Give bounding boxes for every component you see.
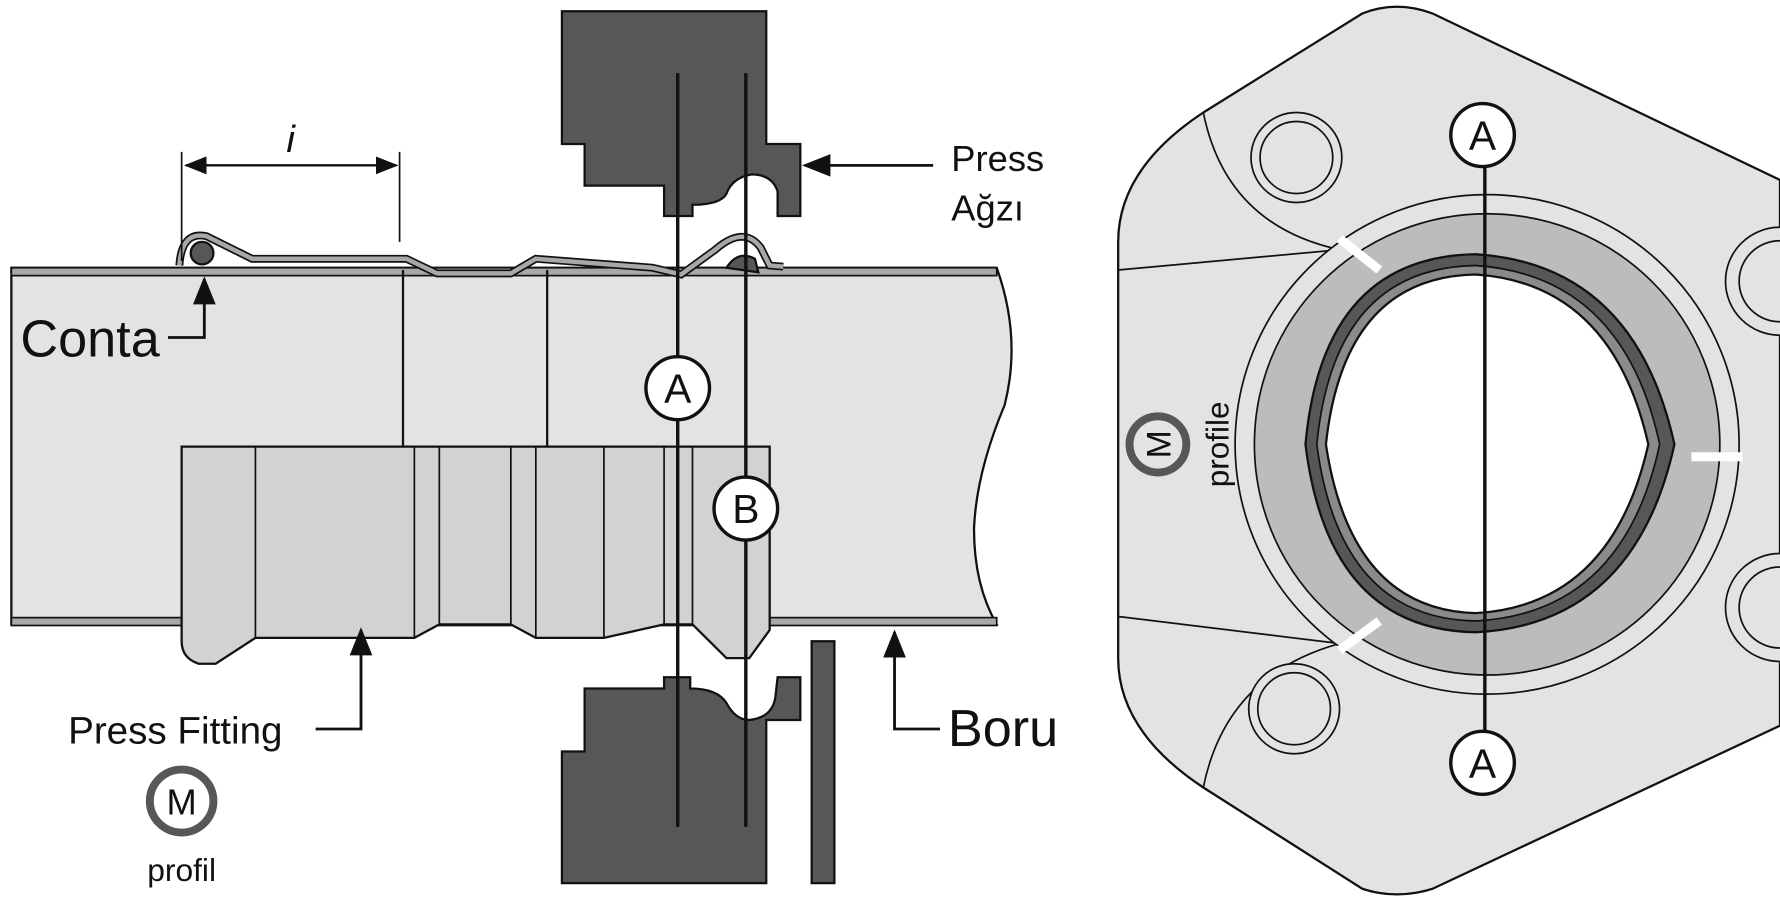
bolt-bottom-left bbox=[1247, 662, 1341, 755]
marker-a-bottom: A bbox=[1449, 729, 1517, 796]
bolt-top-left bbox=[1250, 111, 1343, 204]
fitting-leader bbox=[315, 627, 373, 731]
jaw-cross-section: A A M profile bbox=[1117, 5, 1780, 896]
press-jaw-label-1: Press bbox=[951, 138, 1044, 179]
profile-label-left: profil bbox=[147, 852, 216, 888]
marker-a-top-label: A bbox=[1469, 113, 1497, 159]
marker-a-label: A bbox=[664, 366, 692, 412]
profile-letter-right: M bbox=[1140, 430, 1178, 458]
seal-ring-right bbox=[724, 254, 760, 274]
press-jaw-label-2: Ağzı bbox=[951, 188, 1024, 229]
marker-a-left: A bbox=[644, 354, 712, 422]
marker-a-top: A bbox=[1449, 101, 1517, 169]
marker-b: B bbox=[712, 475, 780, 542]
fitting-body bbox=[180, 445, 771, 665]
pipe-leader bbox=[883, 629, 940, 731]
press-jaw-top bbox=[560, 10, 802, 218]
press-jaw-bottom bbox=[560, 676, 802, 885]
marker-b-label: B bbox=[732, 486, 759, 532]
pipe-label: Boru bbox=[948, 700, 1058, 758]
profile-label-right: profile bbox=[1199, 401, 1235, 487]
dimension-label: i bbox=[286, 118, 296, 161]
pipe-section-hole bbox=[1324, 273, 1650, 615]
seal-label: Conta bbox=[20, 311, 159, 369]
dimension-i: i bbox=[180, 118, 401, 261]
m-profile-badge-left: M profil bbox=[145, 765, 218, 888]
profile-letter: M bbox=[167, 782, 197, 823]
m-profile-badge-right: M profile bbox=[1125, 401, 1235, 487]
fitting-top-profile bbox=[175, 231, 784, 447]
seal-leader bbox=[168, 276, 216, 339]
seal-ring-left bbox=[189, 240, 215, 266]
fitting-label: Press Fitting bbox=[68, 710, 282, 753]
marker-a-bottom-label: A bbox=[1469, 741, 1497, 787]
jaw-holder-bar bbox=[810, 640, 836, 885]
